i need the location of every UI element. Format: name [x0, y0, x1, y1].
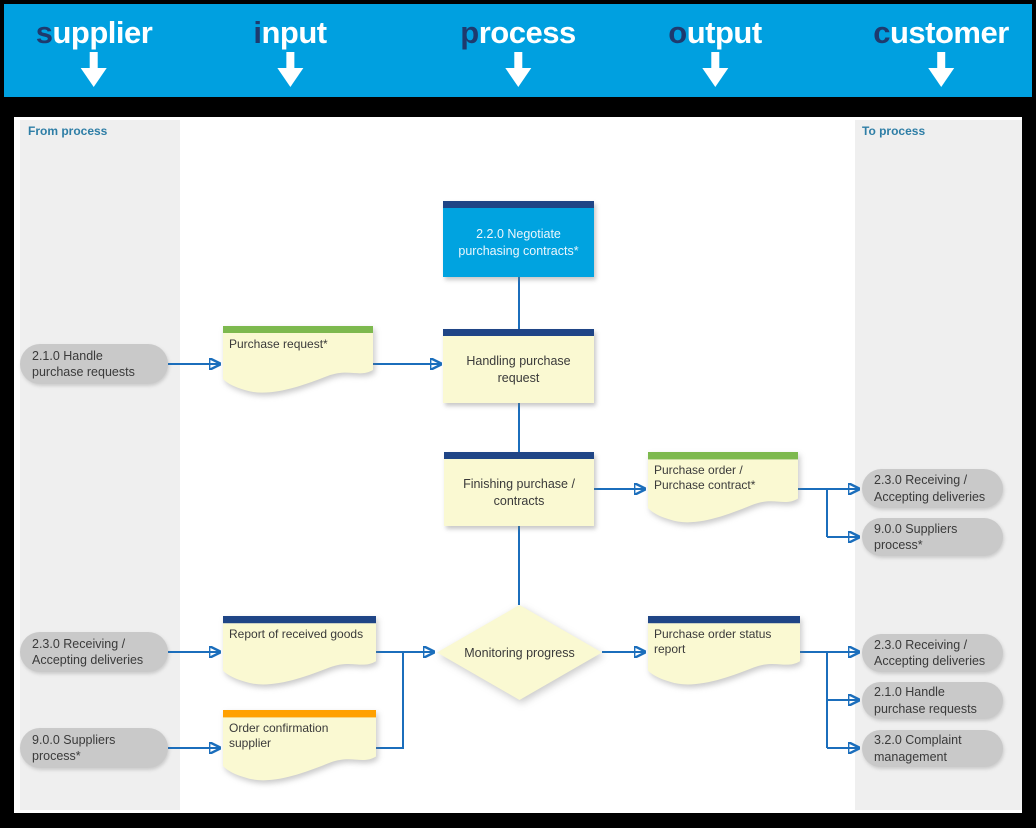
header-column-input: input [253, 15, 327, 88]
header-label-process: process [460, 15, 576, 50]
down-arrow-icon [873, 52, 1009, 88]
decision-node-monitoring-progress[interactable]: Monitoring progress [437, 605, 602, 700]
document-label: Purchase request* [229, 337, 328, 351]
document-order-confirmation-supplier[interactable]: Order confirmation supplier [223, 710, 376, 786]
document-label: Order confirmation supplier [229, 721, 329, 750]
supplier-node-handle-purchase-requests[interactable]: 2.1.0 Handle purchase requests [20, 344, 168, 384]
header-column-process: process [460, 15, 576, 88]
customer-node-receiving-accepting-1[interactable]: 2.3.0 Receiving / Accepting deliveries [862, 469, 1003, 508]
node-label: 2.2.0 Negotiate purchasing contracts* [458, 226, 579, 258]
node-label: 9.0.0 Suppliers process* [32, 732, 116, 763]
down-arrow-icon [253, 52, 326, 88]
customer-node-complaint-management[interactable]: 3.2.0 Complaint management [862, 730, 1003, 767]
header-column-output: output [668, 15, 762, 88]
down-arrow-icon [460, 52, 575, 88]
supplier-node-receiving-accepting[interactable]: 2.3.0 Receiving / Accepting deliveries [20, 632, 168, 672]
header-column-customer: customer [873, 15, 1009, 88]
down-arrow-icon [668, 52, 761, 88]
header-label-input: input [253, 15, 327, 50]
document-report-received-goods[interactable]: Report of received goods [223, 616, 376, 690]
header-label-output: output [668, 15, 762, 50]
node-label: 2.1.0 Handle purchase requests [874, 685, 977, 716]
node-label: Monitoring progress [464, 645, 575, 660]
node-label: 2.1.0 Handle purchase requests [32, 348, 135, 379]
process-node-finishing-purchase-contracts[interactable]: Finishing purchase / contracts [444, 452, 594, 526]
customer-node-suppliers-process[interactable]: 9.0.0 Suppliers process* [862, 518, 1003, 556]
lane-label-to-process: To process [862, 124, 926, 138]
document-label: Purchase order status report [654, 627, 772, 656]
document-label: Report of received goods [229, 627, 364, 641]
process-node-negotiate-contracts[interactable]: 2.2.0 Negotiate purchasing contracts* [443, 201, 594, 277]
document-purchase-request[interactable]: Purchase request* [223, 326, 373, 398]
customer-node-receiving-accepting-2[interactable]: 2.3.0 Receiving / Accepting deliveries [862, 634, 1003, 672]
sipoc-header: supplier input process output customer [4, 4, 1032, 97]
document-purchase-order-status-report[interactable]: Purchase order status report [648, 616, 800, 690]
process-node-handling-purchase-request[interactable]: Handling purchase request [443, 329, 594, 403]
supplier-node-suppliers-process[interactable]: 9.0.0 Suppliers process* [20, 728, 168, 768]
down-arrow-icon [36, 52, 153, 88]
lane-label-from-process: From process [28, 124, 108, 138]
header-label-supplier: supplier [35, 15, 153, 50]
header-column-supplier: supplier [35, 15, 153, 88]
node-label: Handling purchase request [466, 353, 571, 385]
node-label: 9.0.0 Suppliers process* [874, 521, 958, 552]
lane-from-process [20, 120, 180, 810]
node-label: 2.3.0 Receiving / Accepting deliveries [874, 473, 986, 504]
header-label-customer: customer [873, 15, 1009, 50]
node-label: 3.2.0 Complaint management [874, 733, 962, 764]
document-purchase-order-contract[interactable]: Purchase order / Purchase contract* [648, 452, 798, 528]
node-label: 2.3.0 Receiving / Accepting deliveries [32, 636, 144, 667]
node-label: 2.3.0 Receiving / Accepting deliveries [874, 637, 986, 668]
customer-node-handle-purchase-requests[interactable]: 2.1.0 Handle purchase requests [862, 682, 1003, 719]
node-label: Finishing purchase / contracts [463, 476, 575, 508]
document-label: Purchase order / Purchase contract* [654, 463, 756, 492]
